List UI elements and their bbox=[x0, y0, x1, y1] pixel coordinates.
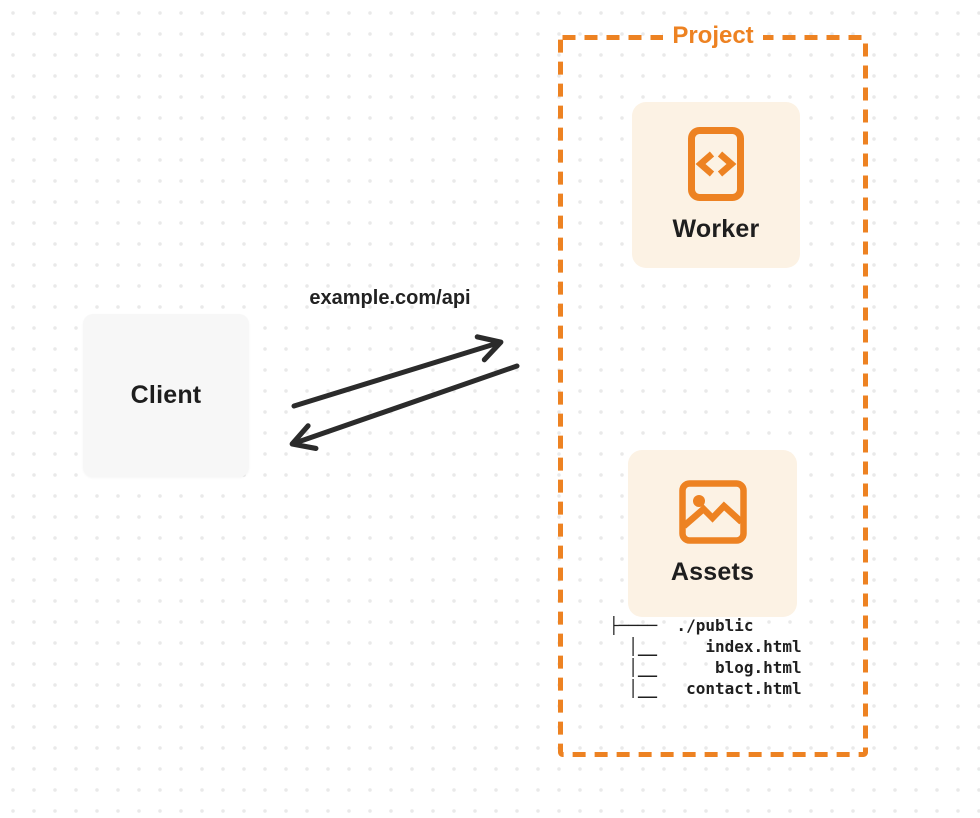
image-icon bbox=[678, 480, 747, 544]
response-arrow bbox=[289, 363, 520, 451]
assets-file-tree: ├──── ./public │__ index.html │__ blog.h… bbox=[609, 616, 802, 698]
assets-label: Assets bbox=[670, 558, 755, 586]
request-response-arrows bbox=[289, 334, 520, 451]
client-label: Client bbox=[130, 381, 202, 409]
request-url-label: example.com/api bbox=[309, 287, 471, 309]
client-node: Client bbox=[83, 314, 249, 477]
worker-node: Worker bbox=[632, 102, 800, 268]
project-boundary bbox=[558, 35, 868, 757]
code-document-icon bbox=[688, 126, 744, 201]
request-arrow bbox=[291, 334, 504, 409]
worker-label: Worker bbox=[672, 214, 760, 243]
assets-node: Assets bbox=[628, 450, 797, 617]
